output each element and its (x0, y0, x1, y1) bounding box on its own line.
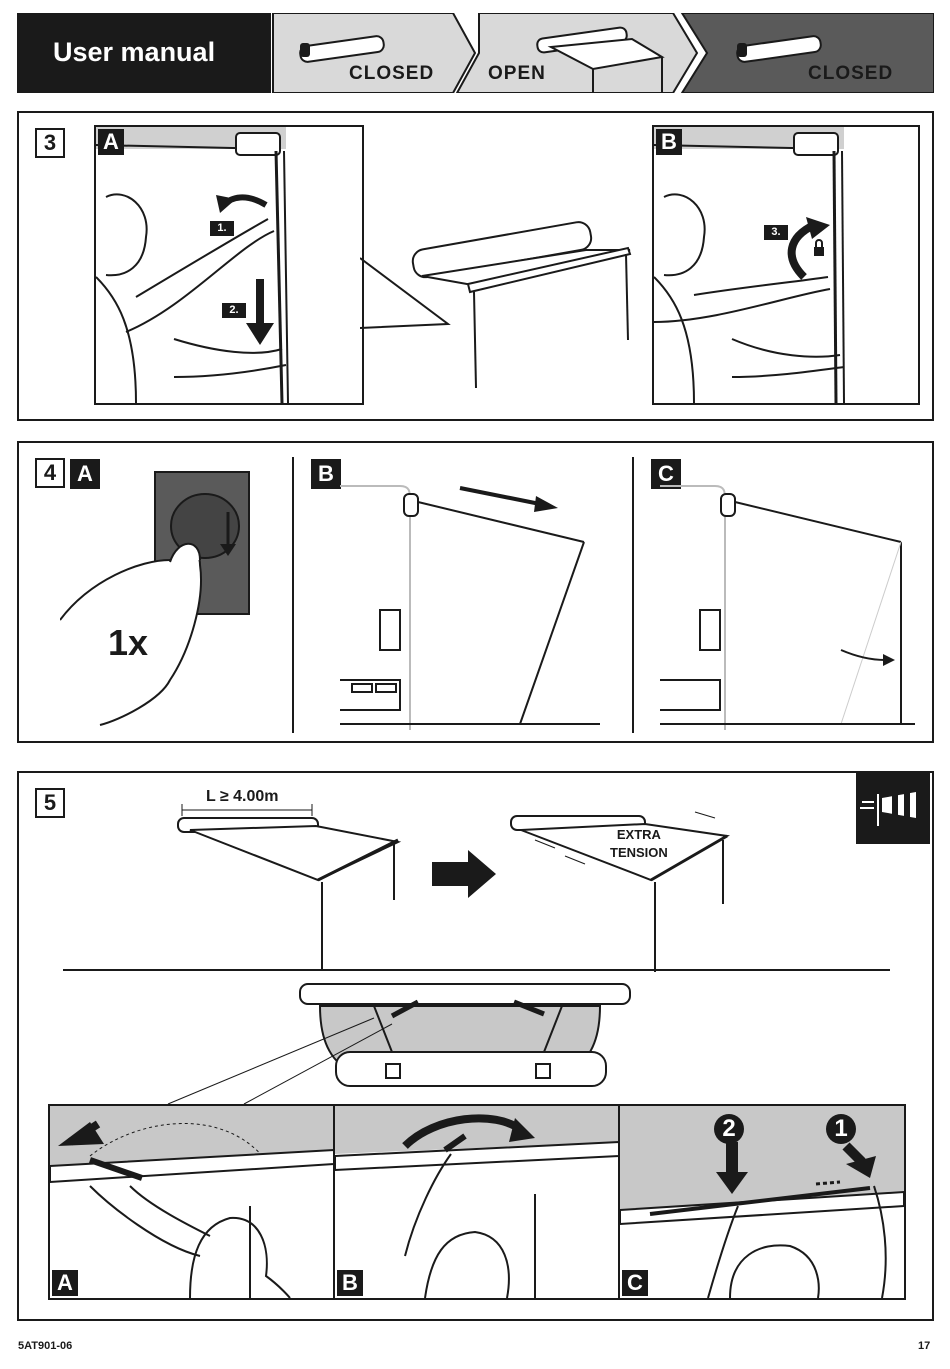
step-3a-panel: A 1. 2. (94, 125, 364, 405)
tab-open-label: OPEN (488, 63, 546, 85)
step-marker: 1. (210, 221, 234, 236)
divider (292, 457, 294, 733)
windsock-icon (856, 772, 930, 844)
person-lifting-rafter-illustration (50, 1106, 334, 1298)
panel-letter: A (52, 1270, 78, 1296)
press-button-illustration (60, 470, 260, 730)
step-marker: 3. (764, 225, 788, 240)
header: User manual CLOSED OPEN CLOSED (17, 13, 934, 93)
panel-letter: B (656, 129, 682, 155)
open-awning-callout-illustration (360, 200, 650, 400)
step-3b-panel: B 3. (652, 125, 920, 405)
step-marker: 2. (222, 303, 246, 318)
person-locking-awning-illustration (654, 127, 918, 403)
document-code: 5AT901-06 (18, 1340, 72, 1352)
awning-leg-vertical-illustration (655, 480, 925, 730)
step-circle-marker: 2 (714, 1114, 744, 1144)
wind-warning-box (856, 772, 930, 844)
step-5a-panel: A (48, 1104, 336, 1300)
person-rotating-rafter-illustration (335, 1106, 619, 1298)
page-number: 17 (918, 1340, 930, 1352)
arrow-right-icon (432, 850, 498, 898)
ground-line (63, 969, 890, 971)
step-circle-marker: 1 (826, 1114, 856, 1144)
awning-extending-illustration (330, 480, 620, 730)
awning-length-illustration (170, 790, 410, 980)
length-label: L ≥ 4.00m (206, 788, 279, 806)
step-number: 3 (35, 128, 65, 158)
tab-closed-label: CLOSED (349, 63, 434, 85)
person-pulling-awning-illustration (96, 127, 362, 403)
divider (632, 457, 634, 733)
step-number: 5 (35, 788, 65, 818)
tab-closed-label: CLOSED (808, 63, 893, 85)
awning-top-view-illustration (160, 982, 640, 1110)
extra-tension-label: EXTRA TENSION (610, 826, 668, 862)
panel-letter: C (622, 1270, 648, 1296)
page-title: User manual (53, 37, 215, 68)
press-count: 1x (108, 622, 148, 664)
step-5c-panel: 2 1 C (618, 1104, 906, 1300)
panel-letter: B (337, 1270, 363, 1296)
step-5b-panel: B (333, 1104, 621, 1300)
person-fixing-rafter-illustration (620, 1106, 904, 1298)
lock-icon (814, 247, 824, 256)
panel-letter: A (98, 129, 124, 155)
